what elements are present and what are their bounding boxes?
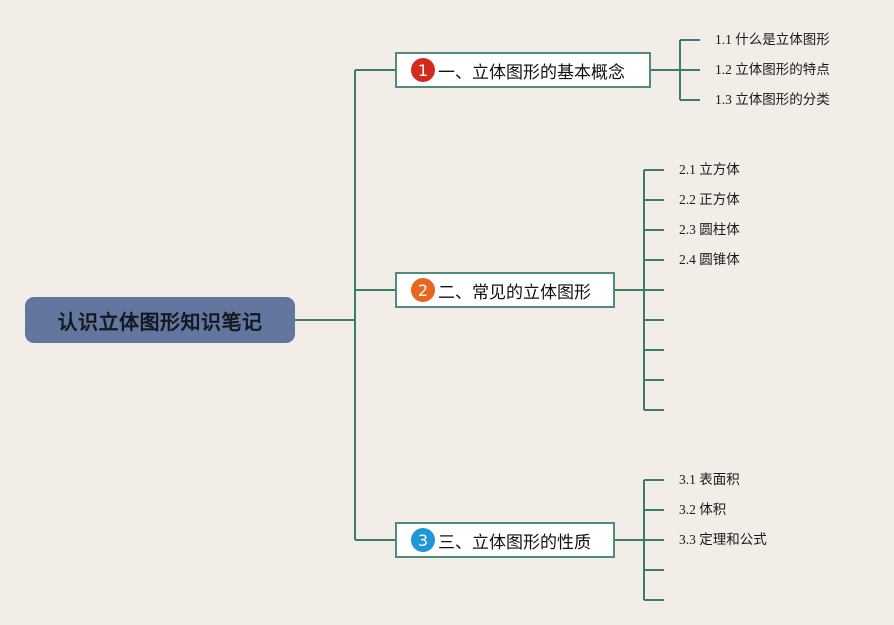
branch-node-1[interactable]: 1 一、立体图形的基本概念 (395, 52, 651, 88)
leaf-node[interactable]: 1.2 立体图形的特点 (715, 62, 830, 77)
leaf-node[interactable]: 2.4 圆锥体 (679, 252, 740, 267)
branch-1-label: 一、立体图形的基本概念 (438, 62, 625, 83)
leaf-node[interactable]: 1.3 立体图形的分类 (715, 92, 830, 107)
leaf-node[interactable]: 2.1 立方体 (679, 162, 740, 177)
leaf-node[interactable]: 3.2 体积 (679, 502, 727, 517)
leaf-node[interactable]: 2.3 圆柱体 (679, 222, 740, 237)
number-2-badge-icon: 2 (411, 278, 435, 302)
branch-node-3[interactable]: 3 三、立体图形的性质 (395, 522, 615, 558)
branch-3-leaf-stem (614, 480, 645, 600)
number-3-badge-icon: 3 (411, 528, 435, 552)
root-node[interactable]: 认识立体图形知识笔记 (25, 297, 295, 343)
number-1-badge-icon: 1 (411, 58, 435, 82)
branch-2-label: 二、常见的立体图形 (438, 282, 591, 303)
branch-1-leaf-stem (650, 40, 681, 100)
leaf-node[interactable]: 1.1 什么是立体图形 (715, 32, 830, 47)
leaf-node[interactable]: 2.2 正方体 (679, 192, 740, 207)
branch-2-leaf-stem (614, 170, 645, 410)
leaf-node[interactable]: 3.3 定理和公式 (679, 532, 767, 547)
leaf-node[interactable]: 3.1 表面积 (679, 472, 740, 487)
branch-node-2[interactable]: 2 二、常见的立体图形 (395, 272, 615, 308)
branch-3-label: 三、立体图形的性质 (438, 532, 591, 553)
root-title: 认识立体图形知识笔记 (57, 309, 263, 334)
